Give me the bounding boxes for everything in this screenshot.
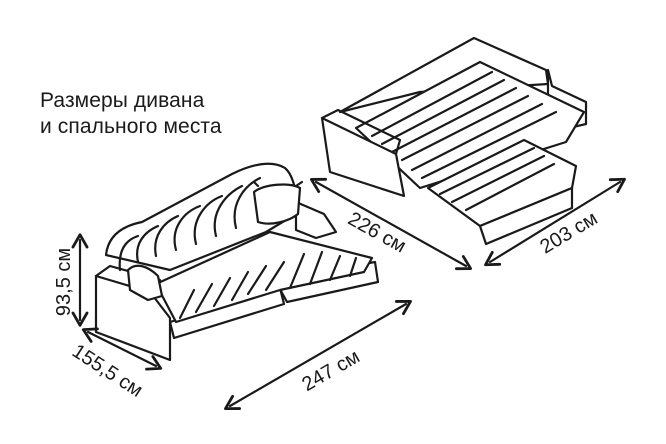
pillow-right xyxy=(252,183,302,225)
dimension-lines xyxy=(71,177,626,411)
width-arrow xyxy=(224,299,412,411)
bed-length-arrow xyxy=(309,177,473,271)
heading-line-1: Размеры дивана xyxy=(40,89,205,112)
depth-label: 155,5 см xyxy=(68,340,147,402)
diagram-heading: Размеры дивана и спального места xyxy=(40,88,222,140)
bed-width-arrow xyxy=(484,177,626,267)
height-label: 93,5 см xyxy=(53,248,75,316)
depth-arrow xyxy=(81,327,163,371)
pillow-left xyxy=(126,264,164,302)
heading-line-2: и спального места xyxy=(40,115,222,138)
width-label: 247 см xyxy=(298,346,363,396)
